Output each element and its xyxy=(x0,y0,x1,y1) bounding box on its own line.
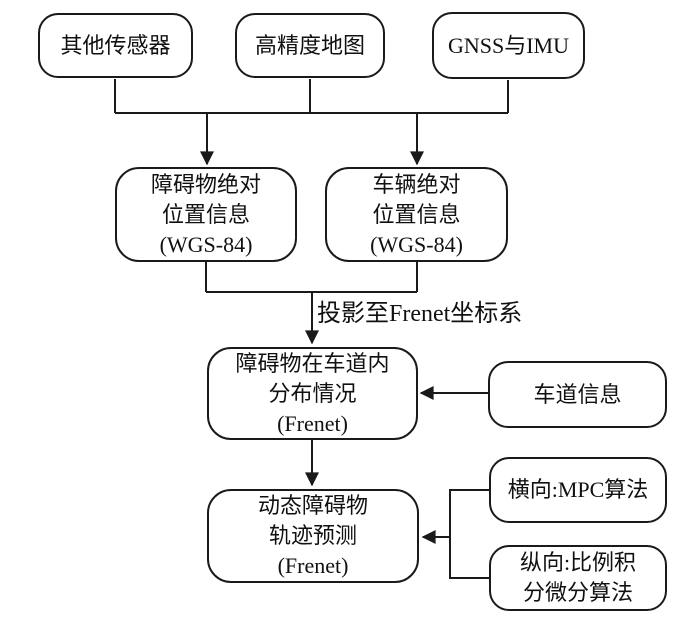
node-obstacle-lane-distribution: 障碍物在车道内 分布情况 (Frenet) xyxy=(207,347,418,440)
node-label: 车道信息 xyxy=(533,381,622,407)
node-label-line: 障碍物绝对 xyxy=(150,171,261,197)
node-label: 横向:MPC算法 xyxy=(507,477,649,502)
connector-merge-bus xyxy=(205,262,418,293)
node-label-line: (Frenet) xyxy=(277,410,348,436)
node-label-line: 分布情况 xyxy=(268,380,357,406)
node-label-line: (WGS-84) xyxy=(159,231,253,257)
node-label: 高精度地图 xyxy=(254,32,365,58)
node-dynamic-obstacle-prediction: 动态障碍物 轨迹预测 (Frenet) xyxy=(207,489,419,583)
node-lane-info: 车道信息 xyxy=(488,361,667,428)
node-label-line: 轨迹预测 xyxy=(268,523,357,548)
node-label-line: (Frenet) xyxy=(277,553,349,578)
node-label-line: 分微分算法 xyxy=(522,580,633,605)
node-label: 其他传感器 xyxy=(60,32,171,58)
connector-top-bus xyxy=(114,79,509,114)
node-label-line: 动态障碍物 xyxy=(257,493,368,518)
node-other-sensors: 其他传感器 xyxy=(38,13,193,78)
node-label-line: 障碍物在车道内 xyxy=(235,350,390,376)
node-label: GNSS与IMU xyxy=(447,32,570,58)
node-longitudinal-pid: 纵向:比例积 分微分算法 xyxy=(489,545,667,611)
node-lateral-mpc: 横向:MPC算法 xyxy=(489,457,667,523)
connector-algorithm-bracket xyxy=(449,489,489,579)
node-label-line: 位置信息 xyxy=(161,201,250,227)
node-gnss-imu: GNSS与IMU xyxy=(432,12,585,79)
node-label-line: 车辆绝对 xyxy=(372,171,461,197)
node-vehicle-absolute-position: 车辆绝对 位置信息 (WGS-84) xyxy=(325,167,508,262)
node-label-line: 位置信息 xyxy=(372,201,461,227)
node-label-line: 纵向:比例积 xyxy=(519,550,637,575)
node-hd-map: 高精度地图 xyxy=(235,13,385,78)
edge-label-projection: 投影至Frenet坐标系 xyxy=(317,301,523,327)
node-label-line: (WGS-84) xyxy=(370,231,463,257)
node-obstacle-absolute-position: 障碍物绝对 位置信息 (WGS-84) xyxy=(115,167,297,262)
